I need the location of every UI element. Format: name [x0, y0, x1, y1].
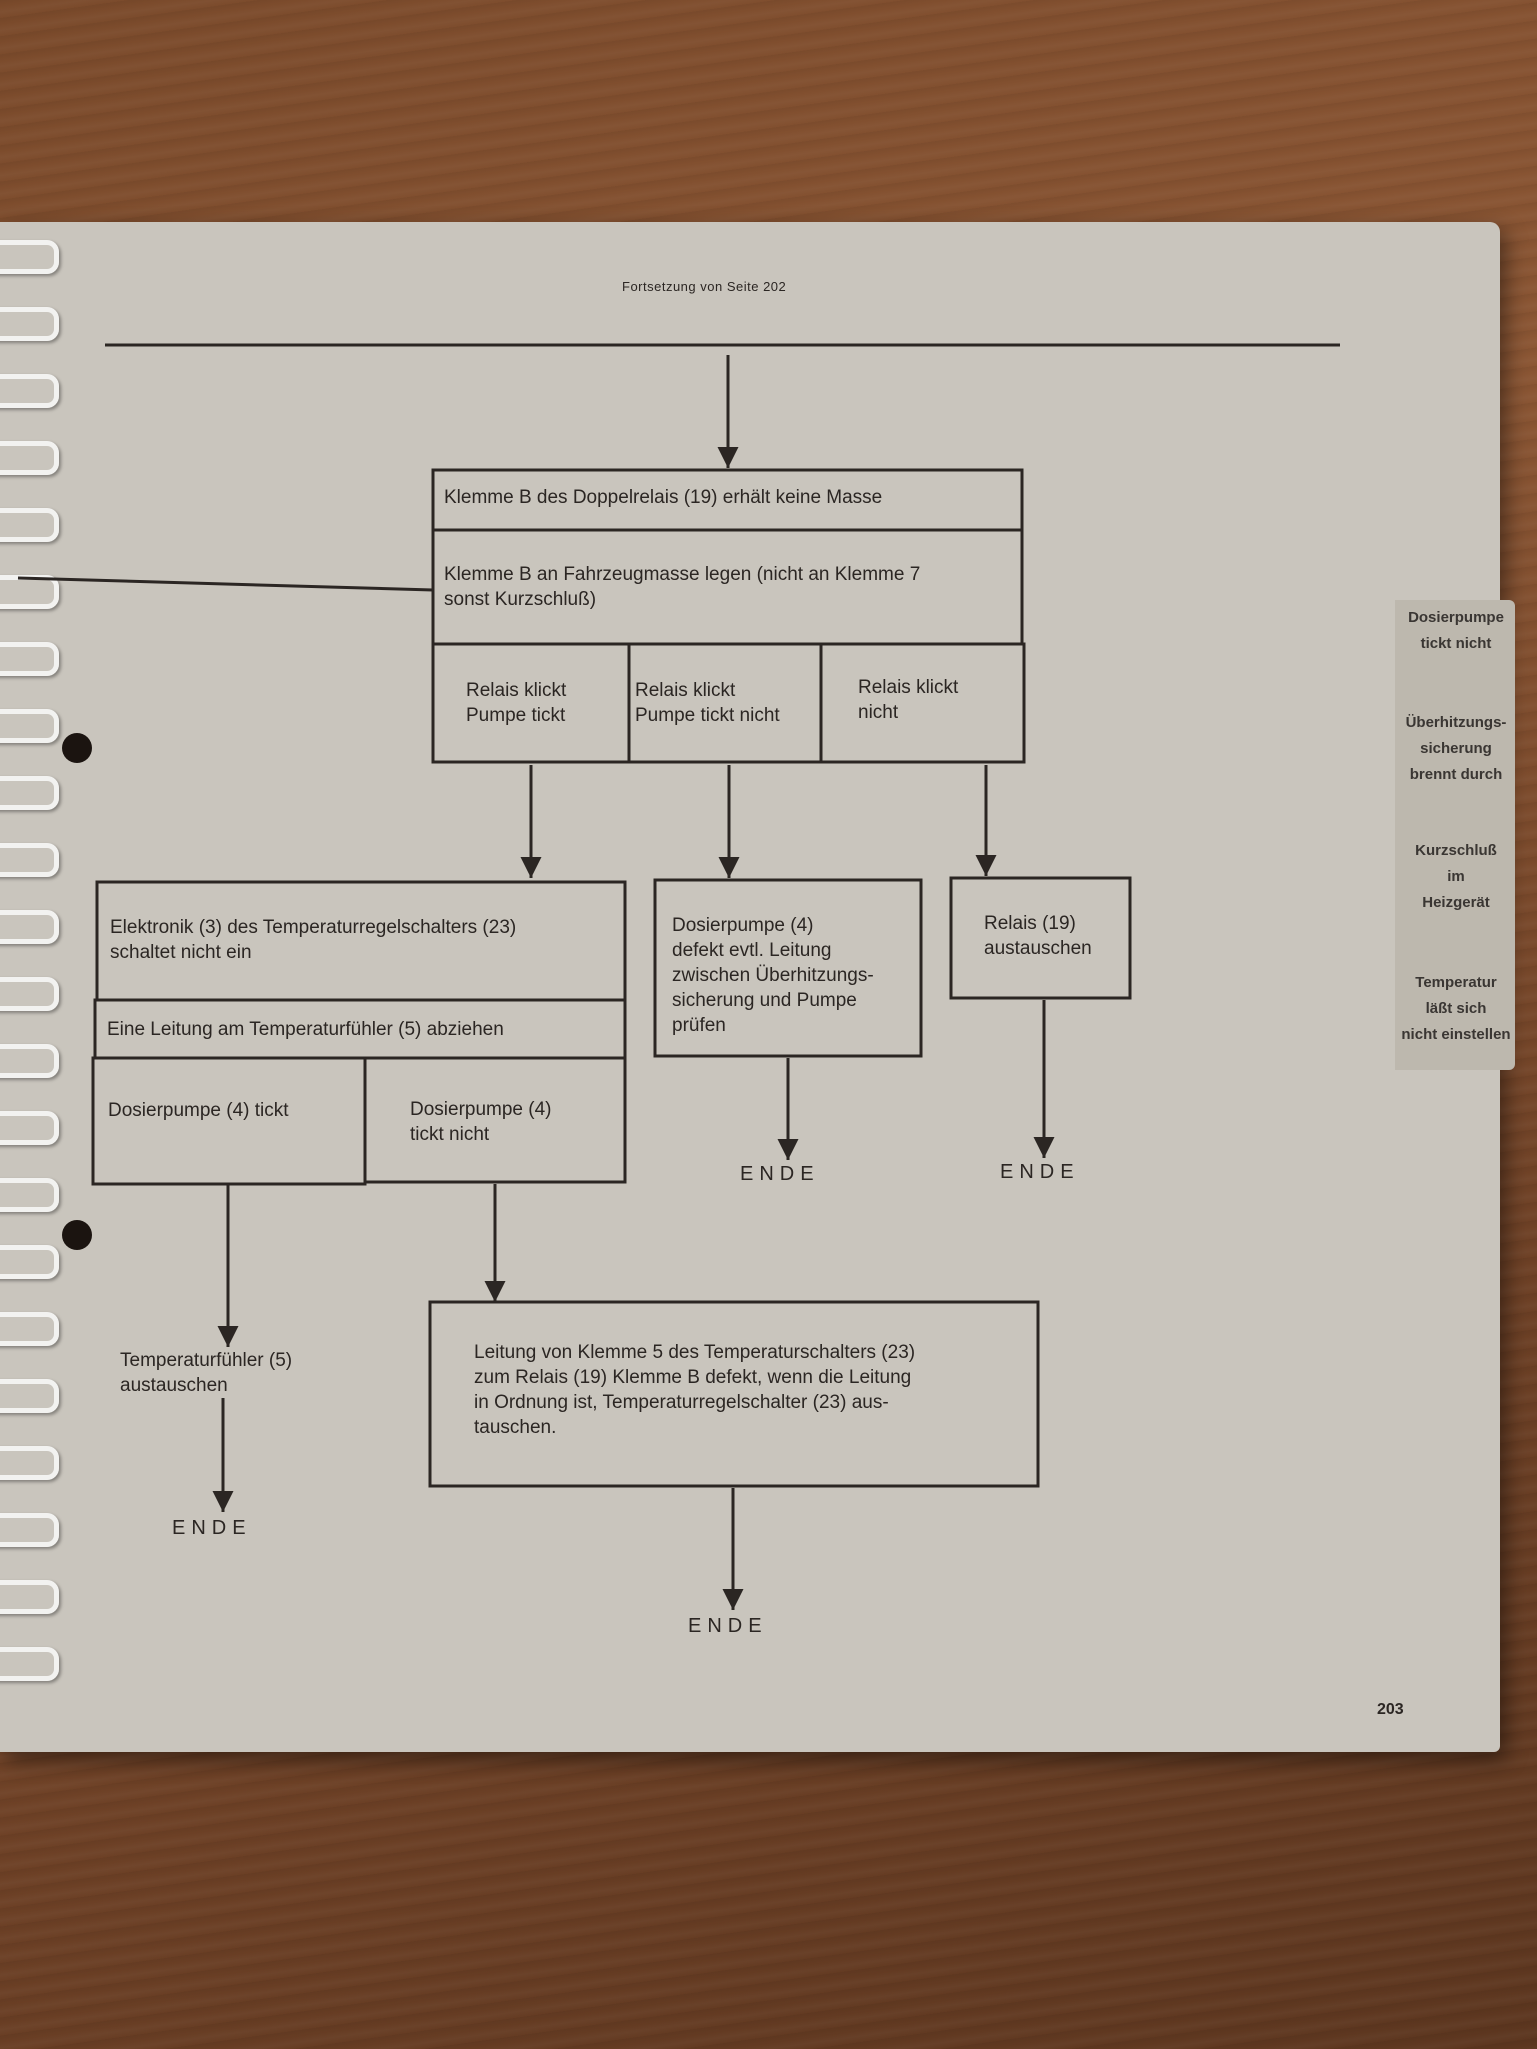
- binding-coil: [0, 776, 59, 810]
- binding-coil: [0, 374, 59, 408]
- dosier-tickt-nicht-frame: [363, 1056, 627, 1184]
- binding-coil: [0, 1312, 59, 1346]
- branch3-frame: [819, 642, 1026, 764]
- elektronik-text: Elektronik (3) des Temperaturregelschalt…: [110, 917, 517, 963]
- leitung-klemme5-frame: [428, 1300, 1040, 1488]
- binding-coil: [0, 1647, 59, 1681]
- binding-coil: [0, 843, 59, 877]
- binding-coil: [0, 240, 59, 274]
- ende-label: ENDE: [740, 1163, 820, 1185]
- ende-label: ENDE: [688, 1615, 768, 1637]
- binding-coil: [0, 709, 59, 743]
- branch2-text: Relais klickt Pumpe tickt nicht: [635, 680, 780, 726]
- ende-label: ENDE: [1000, 1161, 1080, 1183]
- binding-coil: [0, 1446, 59, 1480]
- index-tab-1[interactable]: Dosierpumpe tickt nicht: [1408, 609, 1504, 652]
- index-tab-3[interactable]: Kurzschluß im Heizgerät: [1415, 842, 1497, 911]
- binding-coil: [0, 1379, 59, 1413]
- binding-coil: [0, 1111, 59, 1145]
- dosier-defekt-text: Dosierpumpe (4) defekt evtl. Leitung zwi…: [672, 915, 874, 1036]
- branch1-text: Relais klickt Pumpe tickt: [466, 680, 567, 726]
- binding-coil: [0, 1178, 59, 1212]
- ende-label: ENDE: [172, 1517, 252, 1539]
- spiral-binding: [0, 240, 70, 1740]
- leitung-abziehen-text: Eine Leitung am Temperaturfühler (5) abz…: [107, 1019, 504, 1040]
- punch-hole: [62, 733, 92, 763]
- relais-tauschen-text: Relais (19) austauschen: [984, 913, 1092, 959]
- page-number: 203: [1377, 1701, 1404, 1718]
- binding-coil: [0, 1245, 59, 1279]
- dosier-tickt-nicht-text: Dosierpumpe (4) tickt nicht: [410, 1099, 552, 1145]
- binding-coil: [0, 1044, 59, 1078]
- manual-page: [0, 222, 1500, 1752]
- punch-hole: [62, 1220, 92, 1250]
- binding-coil: [0, 642, 59, 676]
- continuation-header: Fortsetzung von Seite 202: [622, 279, 787, 294]
- binding-coil: [0, 977, 59, 1011]
- binding-coil: [0, 307, 59, 341]
- binding-coil: [0, 1580, 59, 1614]
- index-tab-4[interactable]: Temperatur läßt sich nicht einstellen: [1401, 974, 1511, 1043]
- branch3-text: Relais klickt nicht: [858, 677, 959, 723]
- binding-coil: [0, 910, 59, 944]
- leitung-klemme5-text: Leitung von Klemme 5 des Temperaturschal…: [474, 1342, 916, 1438]
- fuehler-tauschen-text: Temperaturfühler (5) austauschen: [120, 1350, 293, 1396]
- relais-tauschen-frame: [949, 876, 1132, 1000]
- index-tabs: [1395, 600, 1515, 1070]
- binding-coil: [0, 441, 59, 475]
- box1-text: Klemme B des Doppelrelais (19) erhält ke…: [444, 487, 883, 508]
- dosier-tickt-text: Dosierpumpe (4) tickt: [108, 1100, 289, 1121]
- connector-line-left: [17, 576, 434, 592]
- binding-coil: [0, 508, 59, 542]
- box2-text: Klemme B an Fahrzeugmasse legen (nicht a…: [444, 564, 921, 610]
- index-tab-2[interactable]: Überhitzungs- sicherung brennt durch: [1405, 714, 1507, 783]
- binding-coil: [0, 1513, 59, 1547]
- dosier-defekt-frame: [653, 878, 923, 1058]
